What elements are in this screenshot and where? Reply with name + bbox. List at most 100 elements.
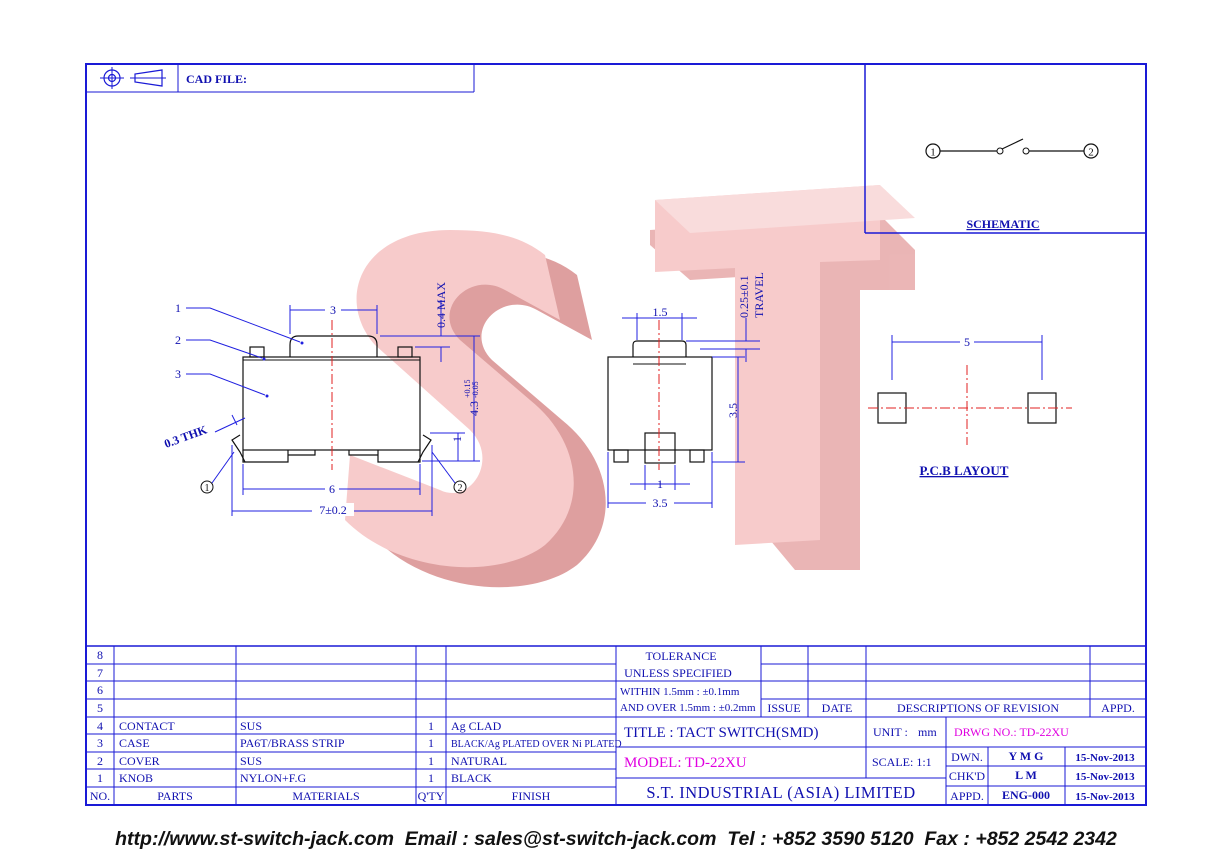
- svg-text:SUS: SUS: [240, 754, 262, 768]
- side-dim-body: 3.5: [726, 403, 740, 418]
- svg-text:SUS: SUS: [240, 719, 262, 733]
- side-dim-top: 1.5: [653, 305, 668, 319]
- schematic-pin2-label: 2: [1088, 147, 1094, 159]
- dim-outer: 7±0.2: [319, 503, 347, 517]
- pin-right-label: 2: [458, 483, 463, 494]
- switch-contact-icon: [1022, 147, 1030, 155]
- svg-text:4: 4: [97, 719, 103, 733]
- dwn-value: Y M G: [1009, 749, 1044, 763]
- svg-text:NYLON+F.G: NYLON+F.G: [240, 771, 306, 785]
- dim-thk: 0.3 THK: [162, 422, 209, 451]
- header-finish: FINISH: [512, 789, 551, 803]
- title-block: TITLE : TACT SWITCH(SMD) UNIT : mm DRWG …: [624, 725, 1135, 803]
- switch-lever-icon: [1001, 138, 1024, 150]
- scale: SCALE: 1:1: [872, 755, 932, 769]
- cad-file-label: CAD FILE:: [186, 72, 247, 86]
- side-dim-bottom-small: 1: [657, 477, 663, 491]
- header-no: NO.: [90, 789, 110, 803]
- svg-text:PA6T/BRASS STRIP: PA6T/BRASS STRIP: [240, 736, 345, 750]
- svg-text:Ag CLAD: Ag CLAD: [451, 719, 502, 733]
- dim-right-small: 1: [450, 436, 464, 442]
- header-parts: PARTS: [157, 789, 193, 803]
- callout-3: 3: [175, 367, 181, 381]
- dim-max: 0.4 MAX: [434, 282, 448, 328]
- svg-text:2: 2: [97, 754, 103, 768]
- tolerance-line1: TOLERANCE: [645, 649, 716, 663]
- svg-text:1: 1: [428, 736, 434, 750]
- model-number: MODEL: TD-22XU: [624, 755, 747, 771]
- pcb-layout-drawing: 5 P.C.B LAYOUT: [868, 335, 1072, 478]
- header-materials: MATERIALS: [292, 789, 359, 803]
- appd-date: 15-Nov-2013: [1075, 791, 1135, 803]
- svg-text:1: 1: [428, 754, 434, 768]
- front-view-drawing: 1 2 3 3 0.4 MAX 4.3 +0.15 -0.05 1 0.3 TH…: [162, 282, 481, 517]
- tolerance-line4: AND OVER 1.5mm : ±0.2mm: [620, 702, 756, 714]
- pin-2-icon: [453, 480, 467, 494]
- header-qty: Q'TY: [418, 789, 445, 803]
- tolerance-line2: UNLESS SPECIFIED: [624, 666, 732, 680]
- drawing-number: DRWG NO.: TD-22XU: [954, 725, 1069, 739]
- callout-2: 2: [175, 333, 181, 347]
- dim-top: 3: [330, 303, 336, 317]
- switch-contact-icon: [996, 147, 1004, 155]
- tolerance-line3: WITHIN 1.5mm : ±0.1mm: [620, 686, 740, 698]
- row-number: 7: [97, 666, 103, 680]
- footer-contact: http://www.st-switch-jack.com Email : sa…: [115, 828, 1117, 850]
- schematic-pin1-label: 1: [930, 147, 936, 159]
- chkd-date: 15-Nov-2013: [1075, 771, 1135, 783]
- row-number: 8: [97, 648, 103, 662]
- pcb-dim-pitch: 5: [964, 335, 970, 349]
- side-travel-label: TRAVEL: [752, 272, 766, 318]
- parts-table: 8 7 6 5 4 CONTACT SUS 1 Ag CLAD 3 CASE P…: [90, 648, 622, 803]
- side-dim-travel: 0.25±0.1: [737, 275, 751, 318]
- dwn-label: DWN.: [951, 750, 983, 764]
- tolerance-block: TOLERANCE UNLESS SPECIFIED WITHIN 1.5mm …: [620, 649, 756, 714]
- svg-text:3: 3: [97, 736, 103, 750]
- revision-header: ISSUE DATE DESCRIPTIONS OF REVISION APPD…: [767, 701, 1135, 715]
- table-row: 1 KNOB NYLON+F.G 1 BLACK: [97, 771, 492, 785]
- svg-text:BLACK/Ag PLATED OVER Ni PLATED: BLACK/Ag PLATED OVER Ni PLATED: [451, 739, 622, 750]
- dwn-date: 15-Nov-2013: [1075, 752, 1135, 764]
- table-row: 2 COVER SUS 1 NATURAL: [97, 754, 507, 768]
- schematic-title: SCHEMATIC: [966, 217, 1039, 231]
- company-name: S.T. INDUSTRIAL (ASIA) LIMITED: [646, 783, 915, 802]
- svg-text:CONTACT: CONTACT: [119, 719, 175, 733]
- svg-text:NATURAL: NATURAL: [451, 754, 507, 768]
- revision-description: DESCRIPTIONS OF REVISION: [897, 701, 1059, 715]
- revision-date: DATE: [822, 701, 853, 715]
- schematic-box: 1 2 SCHEMATIC: [864, 64, 1146, 234]
- svg-text:1: 1: [428, 771, 434, 785]
- svg-text:1: 1: [97, 771, 103, 785]
- table-row: 4 CONTACT SUS 1 Ag CLAD: [97, 719, 502, 733]
- dim-inner: 6: [329, 482, 335, 496]
- unit-value: mm: [918, 725, 937, 739]
- cad-file-box: CAD FILE:: [86, 64, 475, 93]
- svg-text:CASE: CASE: [119, 736, 150, 750]
- revision-appd: APPD.: [1101, 701, 1135, 715]
- dim-height: 4.3: [467, 401, 481, 416]
- row-number: 6: [97, 683, 103, 697]
- title-block-grid: [86, 645, 1146, 805]
- table-row: 3 CASE PA6T/BRASS STRIP 1 BLACK/Ag PLATE…: [97, 736, 622, 750]
- unit-label: UNIT :: [873, 725, 908, 739]
- chkd-label: CHK'D: [949, 769, 985, 783]
- row-number: 5: [97, 701, 103, 715]
- appd-label: APPD.: [950, 789, 984, 803]
- revision-issue: ISSUE: [767, 701, 800, 715]
- projection-symbol-icon: [100, 67, 166, 89]
- svg-text:COVER: COVER: [119, 754, 160, 768]
- pin-1-icon: [200, 480, 214, 494]
- watermark-logo: [345, 185, 915, 588]
- dim-height-tol-plus: +0.15: [463, 379, 472, 398]
- chkd-value: L M: [1015, 768, 1037, 782]
- appd-value: ENG-000: [1002, 788, 1050, 802]
- pin-left-label: 1: [205, 483, 210, 494]
- drawing-title: TITLE : TACT SWITCH(SMD): [624, 725, 818, 741]
- callout-1: 1: [175, 301, 181, 315]
- schematic-pin2-icon: [1083, 143, 1099, 159]
- side-view-drawing: 1.5 0.25±0.1 TRAVEL 3.5 1 3.5: [607, 272, 766, 510]
- side-dim-width: 3.5: [653, 496, 668, 510]
- svg-text:KNOB: KNOB: [119, 771, 153, 785]
- svg-text:1: 1: [428, 719, 434, 733]
